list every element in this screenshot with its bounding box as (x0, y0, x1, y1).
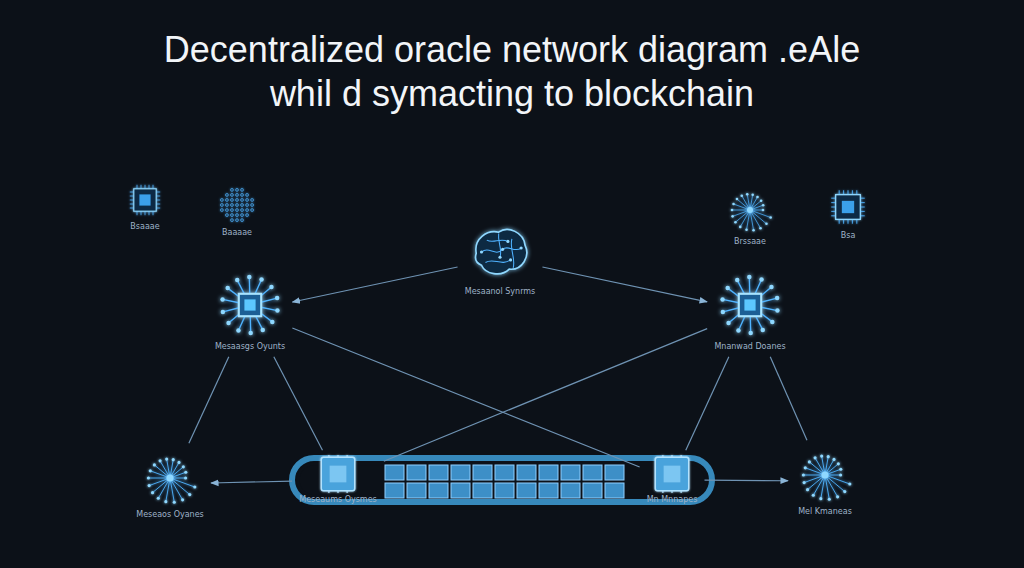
network-node: Baaaae (211, 181, 263, 241)
connector-line (211, 481, 292, 483)
network-node: Meseaums Oysmes (294, 452, 382, 508)
icon-glyph (655, 455, 688, 493)
icon-glyph (130, 185, 160, 215)
node-label: Baaaae (215, 228, 259, 238)
network-node: Mesaasgs Oyunts (210, 267, 291, 355)
node-icon (715, 270, 785, 340)
node-icon (725, 185, 775, 235)
node-label: Meseaos Oyanes (135, 510, 205, 520)
node-label: Mesaanol Synrms (464, 287, 537, 297)
network-node: Brssaae (720, 182, 780, 250)
node-label: Mn Mnnapes (646, 495, 699, 505)
node-icon (215, 270, 285, 340)
connector-line (292, 267, 457, 302)
connector-line (705, 480, 789, 482)
network-node: Mn Mnnapes (642, 452, 703, 508)
node-label: Bsa (825, 231, 871, 241)
node-label: Mel Kmaneas (794, 507, 856, 517)
icon-glyph (802, 455, 852, 501)
diagram-title: Decentralized oracle network diagram .eA… (147, 28, 877, 116)
node-icon (140, 448, 200, 508)
icon-glyph (220, 275, 279, 335)
icon-glyph (147, 458, 197, 504)
network-node: Mnanwad Doanes (709, 267, 791, 355)
icon-glyph (831, 190, 864, 223)
icon-glyph (731, 193, 772, 232)
node-icon (125, 180, 165, 220)
node-icon (467, 219, 533, 285)
network-node: Bsa (821, 182, 875, 244)
network-node: Mesaanol Synrms (460, 216, 541, 300)
connector-line (292, 328, 639, 467)
connector-line (542, 267, 707, 302)
node-label: Mnanwad Doanes (713, 342, 787, 352)
connector-line (770, 357, 807, 440)
icon-glyph (720, 275, 779, 335)
node-icon (653, 455, 691, 493)
node-icon (216, 184, 258, 226)
node-label: Brssaae (724, 237, 776, 247)
network-node: Bsaaae (120, 177, 170, 235)
node-label: Bsaaae (124, 222, 166, 232)
node-icon (826, 185, 870, 229)
node-label: Mesaasgs Oyunts (214, 342, 287, 352)
network-node: Mel Kmaneas (790, 442, 860, 520)
node-icon (319, 455, 357, 493)
node-icon (795, 445, 855, 505)
node-label: Meseaums Oysmes (298, 495, 378, 505)
icon-glyph (476, 230, 527, 274)
chain-blocks (384, 464, 626, 500)
network-node: Meseaos Oyanes (131, 445, 209, 523)
icon-glyph (321, 455, 354, 493)
icon-glyph (220, 188, 253, 221)
connector-line (686, 357, 729, 450)
connector-line (384, 329, 707, 462)
connector-line (274, 357, 323, 450)
connector-line (189, 357, 229, 443)
